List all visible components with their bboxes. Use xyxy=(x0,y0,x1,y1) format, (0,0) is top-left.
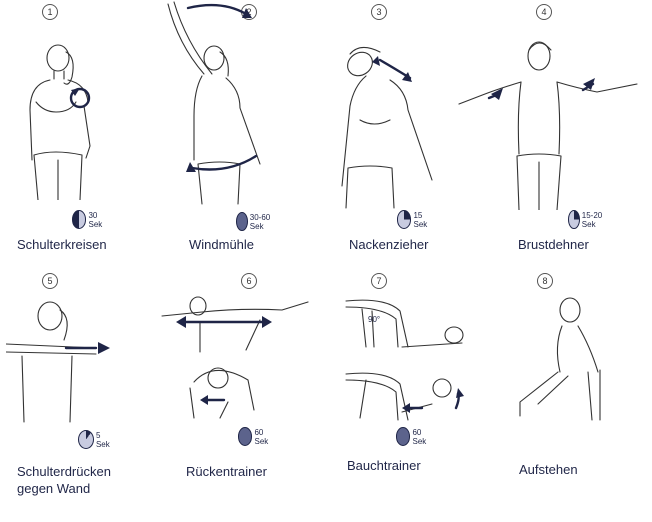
duration-indicator: 15-20 Sek xyxy=(568,210,603,229)
angle-label: 90° xyxy=(368,315,381,324)
exercise-name: Brustdehner xyxy=(518,237,589,252)
duration-text: 30 Sek xyxy=(88,210,103,229)
duration-indicator: 30-60 Sek xyxy=(236,212,271,231)
duration-indicator: 15 Sek xyxy=(397,210,432,229)
figure-crunch-up-illustration xyxy=(345,372,464,421)
figure-back-trainer-illustration xyxy=(189,367,255,419)
exercise-name: Rückentrainer xyxy=(186,464,267,479)
timer-clock-icon xyxy=(397,210,412,229)
exercise-name-line-1: Schulterdrücken xyxy=(17,464,111,479)
duration-indicator: 60 Sek xyxy=(396,427,431,446)
exercise-name: Schulterdrücken gegen Wand xyxy=(17,463,111,497)
duration-text: 60 Sek xyxy=(412,427,427,446)
figure-wall-shoulder-press-illustration xyxy=(6,301,110,423)
duration-indicator: 30 Sek xyxy=(72,210,107,229)
figure-neck-stretch-illustration xyxy=(341,46,433,209)
duration-text: 60 Sek xyxy=(254,427,269,446)
timer-clock-icon xyxy=(78,430,94,449)
timer-clock-icon xyxy=(236,212,248,231)
duration-text: 15-20 Sek xyxy=(581,210,603,229)
duration-indicator: 60 Sek xyxy=(238,427,273,446)
exercise-name: Windmühle xyxy=(189,237,255,252)
figure-windmill-illustration xyxy=(167,1,261,205)
exercise-name: Bauchtrainer xyxy=(347,458,421,473)
exercise-name: Aufstehen xyxy=(519,462,578,477)
duration-text: 30-60 Sek xyxy=(249,212,271,231)
duration-text: 15 Sek xyxy=(413,210,428,229)
exercise-name: Nackenzieher xyxy=(349,237,429,252)
exercise-name-line-2: gegen Wand xyxy=(17,481,91,496)
step-number: 3 xyxy=(371,4,387,20)
step-number: 7 xyxy=(371,273,387,289)
figure-stand-up-lunge-illustration xyxy=(519,297,601,421)
timer-clock-icon xyxy=(568,210,580,229)
timer-clock-icon xyxy=(72,210,87,229)
figure-shoulder-circles-illustration xyxy=(29,44,91,200)
timer-clock-icon xyxy=(238,427,253,446)
timer-clock-icon xyxy=(396,427,411,446)
step-number: 6 xyxy=(241,273,257,289)
step-number: 1 xyxy=(42,4,58,20)
exercise-name: Schulterkreisen xyxy=(17,237,107,252)
figure-chest-stretch-illustration xyxy=(458,41,638,210)
step-number: 4 xyxy=(536,4,552,20)
duration-text: 5 Sek xyxy=(95,430,110,449)
step-number: 5 xyxy=(42,273,58,289)
figure-bird-dog-illustration xyxy=(161,296,309,353)
step-number: 8 xyxy=(537,273,553,289)
duration-indicator: 5 Sek xyxy=(78,430,113,449)
figure-crunch-start-illustration xyxy=(345,299,464,348)
